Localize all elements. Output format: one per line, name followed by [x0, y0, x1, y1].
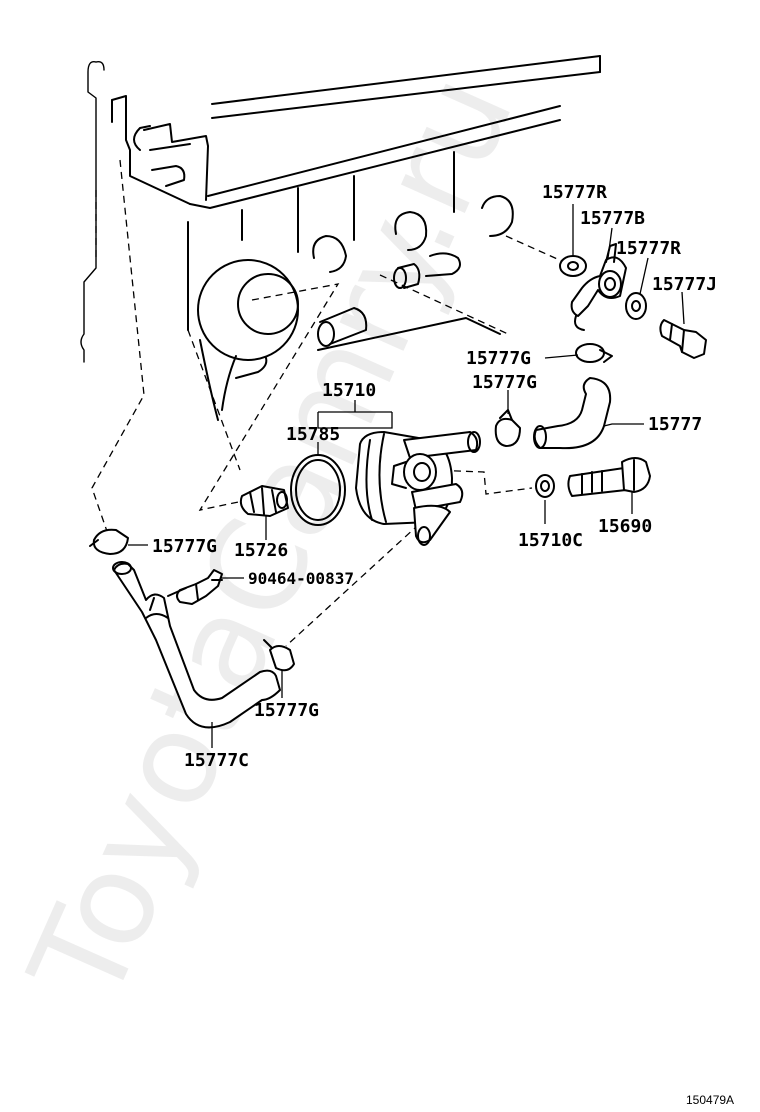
union-15726 — [239, 485, 289, 517]
label-15777g-bottom: 15777G — [254, 700, 319, 721]
diagram-reference: 150479A — [686, 1093, 734, 1107]
washer-15777r-top — [559, 255, 587, 277]
union-bolt-15690 — [567, 457, 651, 497]
label-15726: 15726 — [234, 540, 288, 561]
label-15785: 15785 — [286, 424, 340, 445]
label-15777g-a: 15777G — [466, 348, 531, 369]
hose-clamp-15777g-mid — [494, 409, 521, 447]
label-15777r-mid: 15777R — [616, 238, 681, 259]
label-15777g-left: 15777G — [152, 536, 217, 557]
watermark-text: ToyotaCamry.ru — [2, 53, 543, 1023]
label-15777c: 15777C — [184, 750, 249, 771]
label-15690: 15690 — [598, 516, 652, 537]
hose-clamp-15777g-bottom — [263, 639, 295, 672]
oil-cooler-15710 — [355, 431, 481, 546]
label-90464-00837: 90464-00837 — [248, 569, 354, 588]
hose-clamp-15777g-left — [89, 528, 129, 555]
clamp-90464-00837 — [167, 569, 223, 605]
label-15710: 15710 — [322, 380, 376, 401]
leader-lines — [128, 204, 685, 748]
engine-block — [80, 55, 601, 421]
hose-15777 — [533, 377, 612, 450]
union-bolt-15777j — [659, 319, 707, 359]
label-15777r-top: 15777R — [542, 182, 607, 203]
label-15777g-b: 15777G — [472, 372, 537, 393]
union-elbow-15777b — [570, 243, 627, 331]
washer-15777r-mid — [625, 292, 647, 320]
part-labels: 15777R 15777B 15777R 15777J 15777G 15777… — [152, 182, 717, 771]
label-15710c: 15710C — [518, 530, 583, 551]
label-15777b: 15777B — [580, 208, 645, 229]
label-15777: 15777 — [648, 414, 702, 435]
hose-clamp-15777g-upper — [575, 343, 613, 363]
gasket-15710c — [535, 474, 555, 498]
connection-lines — [91, 159, 565, 647]
hose-15777c — [112, 561, 281, 729]
label-15777j: 15777J — [652, 274, 717, 295]
